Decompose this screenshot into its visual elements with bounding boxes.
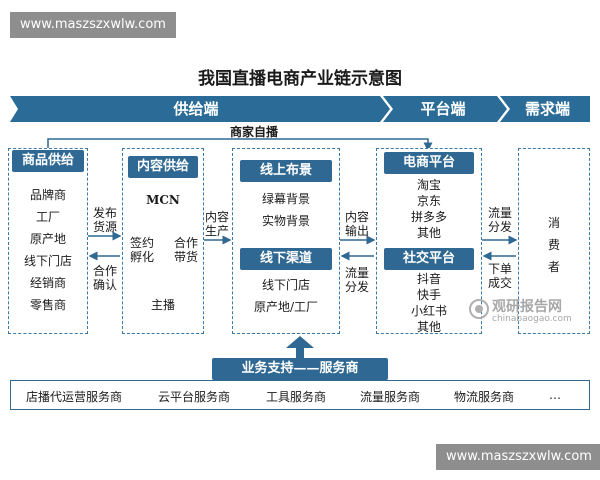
product-item: 品牌商 xyxy=(29,188,66,202)
band-platform-shape xyxy=(383,96,507,122)
product-item: 零售商 xyxy=(29,298,66,312)
product-supply-box xyxy=(8,148,88,334)
product-item: 工厂 xyxy=(35,210,60,224)
social-item: 其他 xyxy=(416,320,441,334)
content-output-label: 内容输出 xyxy=(344,210,369,238)
sign-label: 签约孵化 xyxy=(129,236,154,264)
services-box xyxy=(10,380,590,410)
diagram-title: 我国直播电商产业链示意图 xyxy=(198,69,402,89)
social-item: 快手 xyxy=(416,288,441,302)
product-supply-header: 商品供给 xyxy=(12,150,84,172)
content-supply-header: 内容供给 xyxy=(128,156,198,178)
logo-icon xyxy=(469,299,489,319)
consumer-label: 消费者 xyxy=(547,216,560,274)
traffic-distribute-label: 流量分发 xyxy=(344,266,369,294)
online-scene-item: 实物背景 xyxy=(261,214,310,228)
platform-box xyxy=(376,148,482,334)
service-item: 物流服务商 xyxy=(453,390,514,404)
band-supply: 供给端 xyxy=(173,100,219,118)
ecommerce-item: 其他 xyxy=(416,226,441,240)
traffic-distribute-right-label: 流量分发 xyxy=(487,206,512,234)
service-item: 店播代运营服务商 xyxy=(25,390,122,404)
offline-channel-item: 原产地/工厂 xyxy=(253,300,319,314)
support-up-arrow xyxy=(286,336,314,358)
cooperate-label: 合作确认 xyxy=(92,264,117,292)
service-item: … xyxy=(549,388,561,402)
logo-url: chinabaogao.com xyxy=(492,314,572,324)
ecommerce-platform-header: 电商平台 xyxy=(384,152,474,174)
services-header: 业务支持——服务商 xyxy=(212,358,388,380)
order-deal-label: 下单成交 xyxy=(487,262,512,290)
band-chevrons xyxy=(10,96,590,122)
content-supply-box xyxy=(122,148,204,334)
band-supply-shape xyxy=(10,96,390,122)
watermark-bottom: www.maszszxwlw.com xyxy=(436,444,600,470)
band-platform: 平台端 xyxy=(420,100,466,118)
anchor-label: 主播 xyxy=(150,298,175,312)
product-item: 原产地 xyxy=(29,232,66,246)
online-scene-header: 线上布景 xyxy=(240,160,332,182)
social-platform-header: 社交平台 xyxy=(384,248,474,270)
service-item: 工具服务商 xyxy=(265,390,326,404)
watermark-top: www.maszszxwlw.com xyxy=(10,12,176,38)
product-item: 经销商 xyxy=(29,276,66,290)
content-produce-label: 内容生产 xyxy=(204,210,229,238)
social-item: 抖音 xyxy=(416,272,441,286)
publish-label: 发布货源 xyxy=(92,206,117,234)
band-demand: 需求端 xyxy=(524,100,570,118)
consumer-box xyxy=(518,148,590,334)
offline-channel-item: 线下门店 xyxy=(261,278,310,292)
service-item: 流量服务商 xyxy=(359,390,420,404)
offline-channel-header: 线下渠道 xyxy=(240,248,332,270)
product-item: 线下门店 xyxy=(23,254,72,268)
ecommerce-item: 淘宝 xyxy=(416,178,441,192)
merchant-self-live-line xyxy=(47,138,433,152)
mcn-label: MCN xyxy=(146,193,180,207)
social-item: 小红书 xyxy=(410,304,447,318)
coop-label: 合作带货 xyxy=(173,236,198,264)
ecommerce-item: 京东 xyxy=(416,194,441,208)
logo-name: 观研报告网 xyxy=(492,299,562,315)
ecommerce-item: 拼多多 xyxy=(410,210,447,224)
service-item: 云平台服务商 xyxy=(157,390,230,404)
merchant-self-live-label: 商家自播 xyxy=(230,125,279,139)
online-scene-item: 绿幕背景 xyxy=(261,192,310,206)
band-demand-shape xyxy=(500,96,590,122)
